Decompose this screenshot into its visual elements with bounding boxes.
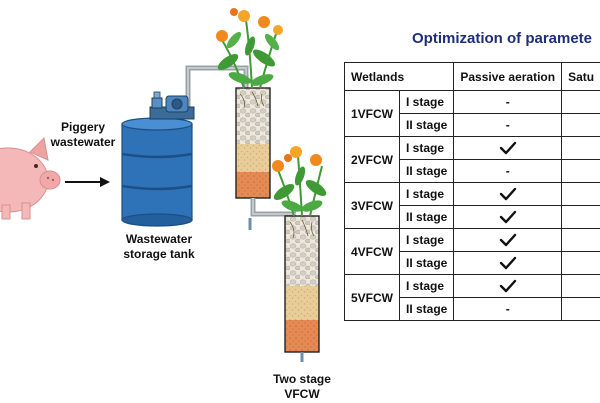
flow-arrow — [65, 177, 110, 187]
checkmark-icon — [499, 280, 516, 293]
passive-aeration-cell — [453, 182, 563, 206]
stage-cell: II stage — [398, 205, 455, 229]
vfcw-stage-2-column — [284, 215, 320, 362]
stage-cell: II stage — [398, 251, 455, 275]
checkmark-icon — [499, 257, 516, 270]
passive-aeration-cell: - — [453, 297, 563, 321]
saturation-cell — [561, 251, 600, 275]
checkmark-icon — [499, 234, 516, 247]
connecting-pipe — [248, 198, 296, 230]
saturation-cell — [561, 136, 600, 160]
passive-aeration-cell — [453, 274, 563, 298]
vfcw-stage-1-column — [235, 87, 271, 199]
stage-cell: I stage — [398, 228, 455, 252]
passive-aeration-cell — [453, 205, 563, 229]
passive-aeration-cell — [453, 136, 563, 160]
wetland-cell: 5VFCW — [344, 274, 400, 321]
stage-cell: I stage — [398, 274, 455, 298]
pig-icon — [0, 136, 61, 220]
plant-icon — [272, 146, 327, 217]
table-row: II stage- — [345, 297, 600, 321]
saturation-cell — [561, 228, 600, 252]
saturation-cell — [561, 113, 600, 137]
stage-cell: I stage — [398, 90, 455, 114]
plant-icon — [216, 8, 283, 89]
table-title: Optimization of paramete — [412, 30, 593, 47]
storage-tank-label: Wastewater storage tank — [123, 232, 195, 261]
table-header-row: Wetlands Passive aeration Satu — [343, 62, 600, 91]
saturation-cell — [561, 90, 600, 114]
wetland-cell: 2VFCW — [344, 136, 400, 183]
header-wetlands: Wetlands — [343, 62, 455, 91]
checkmark-icon — [499, 211, 516, 224]
stage-cell: II stage — [398, 297, 455, 321]
stage-cell: I stage — [398, 136, 455, 160]
passive-aeration-cell — [453, 228, 563, 252]
table-row: II stage- — [345, 159, 600, 183]
influent-label: Piggery wastewater — [50, 120, 116, 149]
wetland-cell: 1VFCW — [344, 90, 400, 137]
header-saturation: Satu — [561, 62, 600, 91]
checkmark-icon — [499, 142, 516, 155]
stage-cell: II stage — [398, 113, 455, 137]
wetland-cell: 3VFCW — [344, 182, 400, 229]
stage-cell: I stage — [398, 182, 455, 206]
wetland-cell: 4VFCW — [344, 228, 400, 275]
header-passive-aeration: Passive aeration — [453, 62, 563, 91]
saturation-cell — [561, 274, 600, 298]
pump-icon — [149, 91, 195, 120]
storage-tank — [121, 117, 193, 227]
passive-aeration-cell: - — [453, 113, 563, 137]
saturation-cell — [561, 182, 600, 206]
system-label: Two stage VFCW — [273, 372, 331, 401]
passive-aeration-cell: - — [453, 90, 563, 114]
checkmark-icon — [499, 188, 516, 201]
stage-cell: II stage — [398, 159, 455, 183]
saturation-cell — [561, 159, 600, 183]
passive-aeration-cell — [453, 251, 563, 275]
saturation-cell — [561, 205, 600, 229]
passive-aeration-cell: - — [453, 159, 563, 183]
saturation-cell — [561, 297, 600, 321]
table-row: II stage — [345, 205, 600, 229]
